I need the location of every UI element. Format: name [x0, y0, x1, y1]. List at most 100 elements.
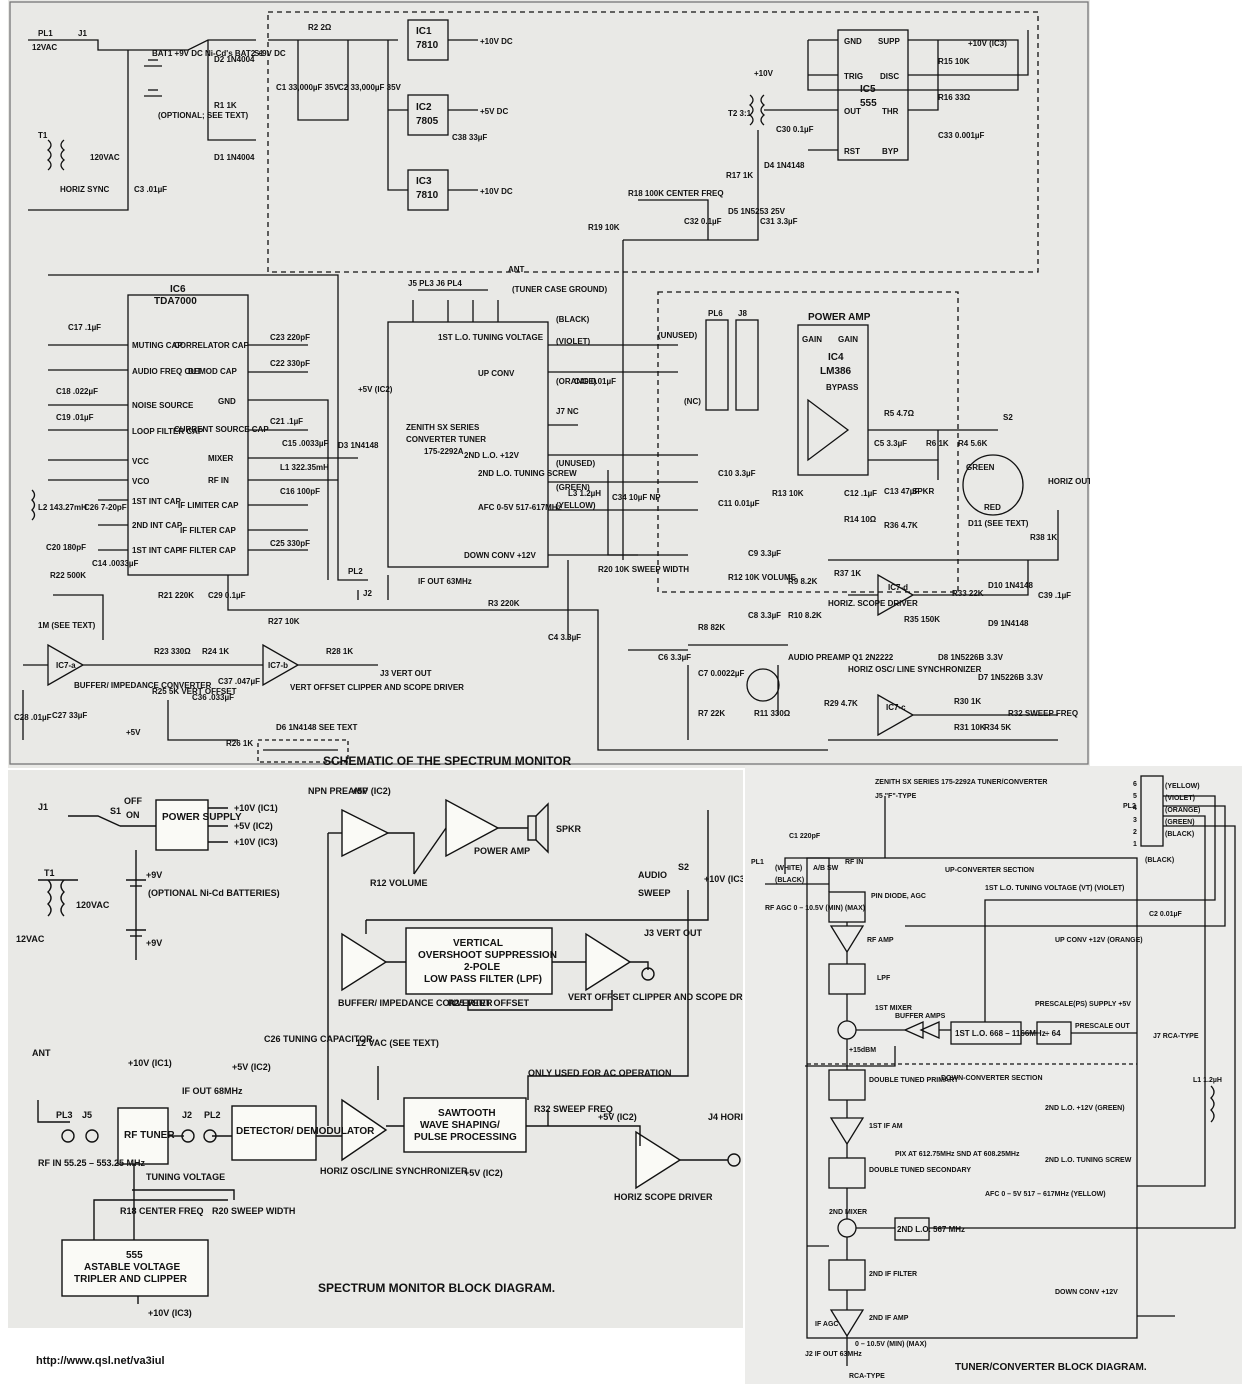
label-c9: C9 3.3µF	[748, 549, 781, 558]
label-t2: T2 3:1	[728, 109, 752, 118]
tuner-wire-orange: (ORANGE)	[1165, 807, 1200, 814]
label-d2: D2 1N4004	[214, 55, 255, 64]
tuner-agc-range: 0 – 10.5V (MIN) (MAX)	[855, 1341, 927, 1348]
schematic-drawing: 12VAC PL1 J1 T1 120VAC HORIZ SYNC C3 .01…	[9, 1, 1090, 768]
ic6-pin-l1: AUDIO FREQ OUT	[132, 367, 201, 376]
ic5-ref: IC5	[860, 84, 876, 95]
bd-spkr: SPKR	[556, 824, 582, 834]
ic3-ref: IC3	[416, 176, 432, 187]
label-c8: C8 3.3µF	[748, 611, 781, 620]
label-r3: R3 220K	[488, 599, 520, 608]
bd-s1: S1	[110, 806, 121, 816]
ic6-pin-l3: LOOP FILTER CAP	[132, 427, 204, 436]
label-c19: C19 .01µF	[56, 413, 94, 422]
tuner-pin-1: 1	[1133, 841, 1137, 848]
label-ic7c: IC7-c	[886, 703, 906, 712]
bd-9va: +9V	[146, 870, 162, 880]
tuner-c2: C2 0.01µF	[1149, 911, 1183, 918]
ic6-pin-l0: MUTING CAP	[132, 341, 183, 350]
label-d5: D5 1N5253 25V	[728, 207, 786, 216]
block-saw-0: SAWTOOTH	[438, 1108, 496, 1119]
bd-horiz-osc: HORIZ OSC/LINE SYNCHRONIZER	[320, 1166, 468, 1176]
label-c12: C12 .1µF	[844, 489, 877, 498]
label-j7: J7 NC	[556, 407, 579, 416]
label-tuner-case: (TUNER CASE GROUND)	[512, 285, 607, 294]
tuner-stage-1: RF AMP	[867, 937, 894, 944]
detector-block	[231, 1105, 317, 1161]
tuner-pin5: DOWN CONV +12V	[464, 551, 536, 560]
ic2-ref: IC2	[416, 102, 432, 113]
label-c3: C3 .01µF	[134, 185, 167, 194]
astable-block	[61, 1239, 209, 1297]
label-r7: R7 22K	[698, 709, 725, 718]
label-d4: D4 1N4148	[764, 161, 805, 170]
ic6-pin-l8: 1ST INT CAP	[132, 546, 182, 555]
tuner-pin-2: 2	[1133, 829, 1137, 836]
label-plus10-ic3: +10V (IC3)	[968, 39, 1007, 48]
tuner-pl2: PL2	[1123, 803, 1136, 810]
label-r22: R22 500K	[50, 571, 86, 580]
tuner-wire1: (VIOLET)	[556, 337, 591, 346]
tuner-pix: PIX AT 612.75MHz SND AT 608.25MHz	[895, 1151, 1020, 1158]
label-c36: C36 .033µF	[192, 693, 234, 702]
tuner-wire-violet: (VIOLET)	[1165, 795, 1195, 802]
bd-r32: R32 SWEEP FREQ	[534, 1104, 613, 1114]
ic1-part: 7810	[416, 40, 439, 51]
tuner-wire2: (ORANGE)	[556, 377, 597, 386]
label-r5: R5 4.7Ω	[884, 409, 915, 418]
label-c28: C28 .01µF	[14, 713, 52, 722]
bd-r32-v: +5V (IC2)	[598, 1112, 637, 1122]
bd-j2: J2	[182, 1110, 192, 1120]
label-r4: R4 5.6K	[958, 439, 988, 448]
tuner-lo1: 1ST L.O. 668 – 1166MHz	[955, 1029, 1046, 1038]
label-r18: R18 100K CENTER FREQ	[628, 189, 724, 198]
label-c2: C2 33,000µF 35V	[338, 83, 402, 92]
bd-out2: +5V (IC2)	[234, 821, 273, 831]
bd-if-out: IF OUT 68MHz	[182, 1086, 243, 1096]
label-out1: +10V DC	[480, 37, 513, 46]
tuner-white: (WHITE)	[775, 865, 802, 872]
tuner-wire-yellow: (YELLOW)	[1165, 783, 1200, 790]
bd-out1: +10V (IC1)	[234, 803, 278, 813]
label-c21: C21 .1µF	[270, 417, 303, 426]
label-r25: R25 5K VERT OFFSET	[152, 687, 237, 696]
label-c10: C10 3.3µF	[718, 469, 756, 478]
bd-s2-v: +10V (IC3)	[704, 874, 743, 884]
bd-batteries: (OPTIONAL Ni-Cd BATTERIES)	[148, 888, 280, 898]
horiz-driver-triangle	[635, 1130, 682, 1190]
block-astable-1: ASTABLE VOLTAGE	[84, 1262, 180, 1273]
tuner-pin4: AFC 0-5V 517-617MHz	[478, 503, 562, 512]
bd-j1: J1	[38, 802, 48, 812]
bd-audio: AUDIO	[638, 870, 667, 880]
footer-url[interactable]: http://www.qsl.net/va3iul	[36, 1355, 165, 1367]
bd-j3: J3 VERT OUT	[644, 928, 703, 938]
ic6-pin-l7: 2ND INT CAP	[132, 521, 183, 530]
label-j3: J3 VERT OUT	[380, 669, 432, 678]
label-r24: R24 1K	[202, 647, 229, 656]
tuner-j5: J5 "F"-TYPE	[875, 793, 917, 800]
label-r20: R20 10K SWEEP WIDTH	[598, 565, 689, 574]
ic6-pin-r2: GND	[218, 397, 236, 406]
ic5-pin-l2: OUT	[844, 107, 861, 116]
ic6-pin-l6: 1ST INT CAP	[132, 497, 182, 506]
label-d10: D10 1N4148	[988, 581, 1033, 590]
ic4-pin2: BYPASS	[826, 383, 859, 392]
label-r10: R10 8.2K	[788, 611, 822, 620]
bd-vac: 12 VAC (SEE TEXT)	[356, 1038, 439, 1048]
tuner-black: (BLACK)	[775, 877, 804, 884]
bd-only-ac: ONLY USED FOR AC OPERATION	[528, 1068, 672, 1078]
block-lpf-3: LOW PASS FILTER (LPF)	[424, 974, 542, 985]
label-c40: C40 0.01µF	[574, 377, 616, 386]
bd-9vb: +9V	[146, 938, 162, 948]
tuner-pin-4: 4	[1133, 805, 1137, 812]
label-d6: D6 1N4148 SEE TEXT	[276, 723, 357, 732]
label-c4: C4 3.3µF	[548, 633, 581, 642]
ic5-part: 555	[860, 98, 877, 109]
tuner-diagram-drawing: 1ST L.O. 668 – 1166MHz ÷ 64 2ND L.O. 567…	[751, 775, 1236, 1380]
bd-preamp-v: +5V (IC2)	[352, 786, 391, 796]
label-r21: R21 220K	[158, 591, 194, 600]
tuner-pin3: 2ND L.O. TUNING SCREW	[478, 469, 577, 478]
ic5-pin-r1: DISC	[880, 72, 899, 81]
label-r27: R27 10K	[268, 617, 300, 626]
